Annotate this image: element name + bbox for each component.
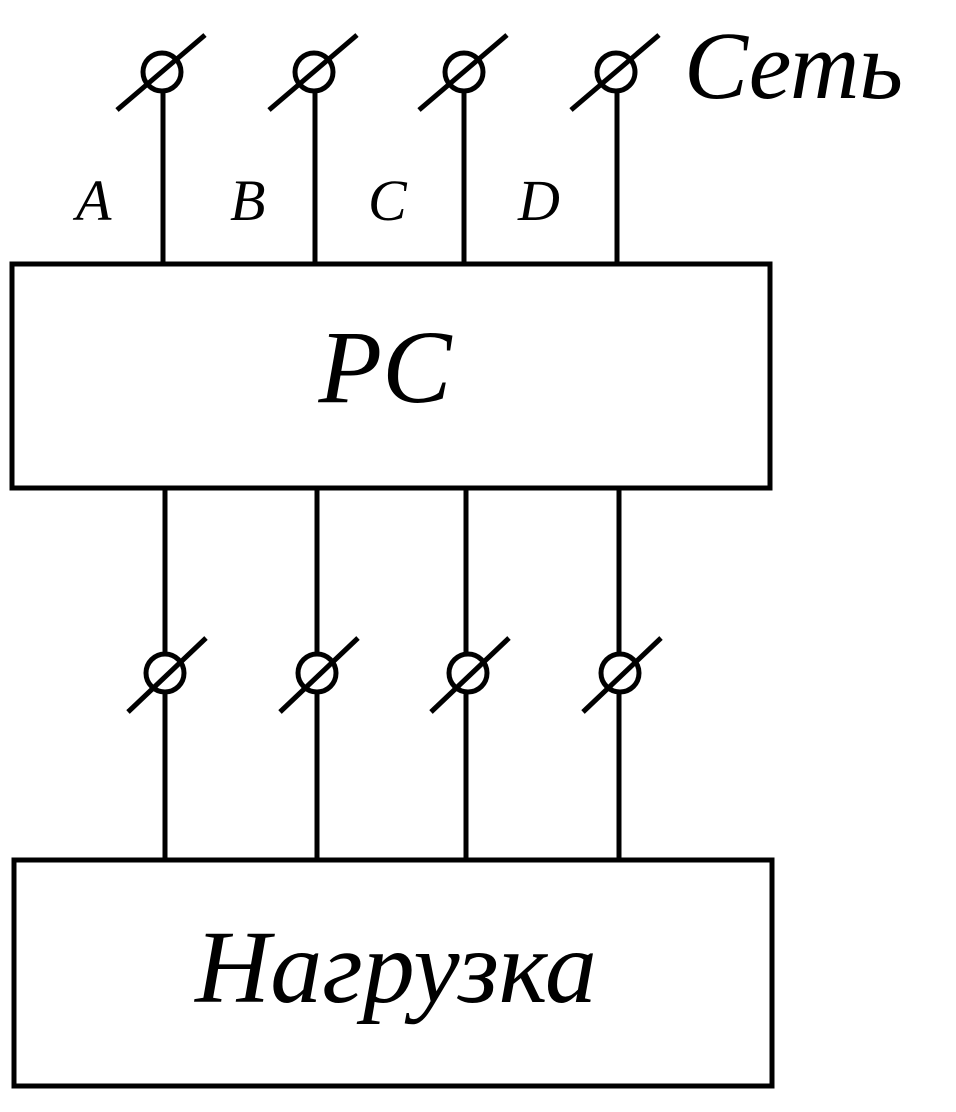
terminal-c-top <box>417 33 509 112</box>
phase-label-a: A <box>72 168 112 233</box>
terminal-slash <box>429 636 511 714</box>
terminal-slash <box>115 33 207 112</box>
terminal-slash <box>126 636 208 714</box>
phase-label-b: B <box>230 168 265 233</box>
terminal-d-bottom <box>581 636 663 714</box>
terminal-slash <box>417 33 509 112</box>
terminal-b-bottom <box>278 636 360 714</box>
terminal-slash <box>581 636 663 714</box>
network-label: Сеть <box>684 12 903 119</box>
terminal-slash <box>569 33 661 112</box>
terminal-b-top <box>267 33 359 112</box>
terminal-a-bottom <box>126 636 208 714</box>
rc-block-frame <box>9 261 773 491</box>
phase-label-c: C <box>368 168 408 233</box>
terminal-a-top <box>115 33 207 112</box>
rc-block: РС <box>9 261 773 491</box>
phase-label-d: D <box>517 168 560 233</box>
load-terminals <box>126 636 663 714</box>
upper-wires <box>160 92 620 264</box>
middle-wires <box>162 488 622 860</box>
load-block-label: Нагрузка <box>193 910 597 1025</box>
terminal-c-bottom <box>429 636 511 714</box>
load-block: Нагрузка <box>11 857 775 1089</box>
terminal-d-top <box>569 33 661 112</box>
load-block-frame <box>11 857 775 1089</box>
terminal-slash <box>267 33 359 112</box>
network-terminals <box>115 33 661 112</box>
rc-block-label: РС <box>318 310 454 425</box>
terminal-slash <box>278 636 360 714</box>
